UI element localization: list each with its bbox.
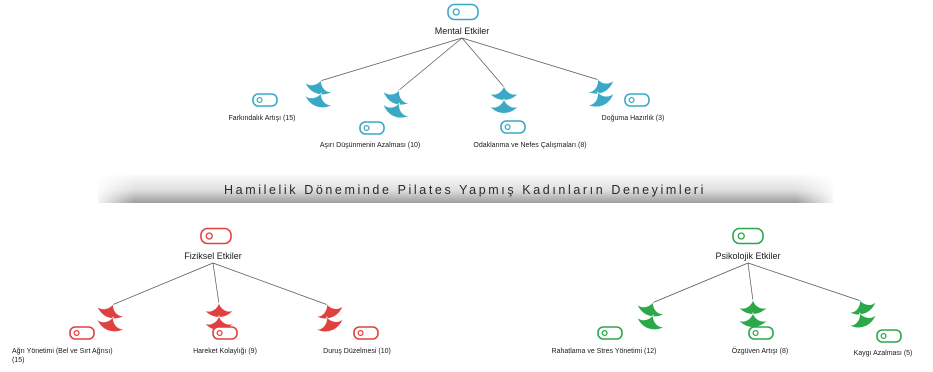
diagram-title: Hamilelik Döneminde Pilates Yapmış Kadın… — [224, 183, 706, 197]
connector-psikolojik-1 — [747, 262, 754, 302]
paired-arc-icon-fiziksel-1 — [204, 301, 234, 331]
leaf-toggle-icon-psikolojik-2 — [876, 329, 902, 343]
leaf-label-fiziksel-0: Ağrı Yönetimi (Bel ve Sırt Ağrısı) — [12, 348, 113, 355]
leaf-label-mental-0: Farkındalık Artışı (15) — [229, 115, 296, 122]
leaf-toggle-icon-mental-1 — [359, 121, 385, 135]
title-banner: Hamilelik Döneminde Pilates Yapmış Kadın… — [98, 175, 833, 203]
leaf-toggle-icon-psikolojik-1 — [748, 326, 774, 340]
connector-psikolojik-0 — [651, 262, 749, 304]
root-toggle-icon-fiziksel — [200, 227, 232, 245]
paired-arc-icon-fiziksel-0 — [96, 303, 125, 332]
connector-mental-1 — [397, 37, 463, 92]
paired-arc-icon-fiziksel-2 — [315, 303, 344, 333]
paired-arc-icon-psikolojik-0 — [636, 301, 665, 330]
leaf-toggle-icon-fiziksel-0 — [69, 326, 95, 340]
root-toggle-icon-psikolojik — [732, 227, 764, 245]
connector-lines — [111, 37, 862, 306]
connector-mental-0 — [319, 37, 463, 82]
connector-psikolojik-2 — [747, 262, 862, 302]
paired-arc-icon-psikolojik-2 — [848, 299, 877, 329]
root-toggle-icon-mental — [447, 3, 479, 21]
leaf-toggle-icon-mental-2 — [500, 120, 526, 134]
root-label-psikolojik: Psikolojik Etkiler — [715, 251, 780, 261]
root-label-mental: Mental Etkiler — [435, 26, 490, 36]
paired-arc-icon-mental-2 — [489, 84, 519, 114]
leaf-label-fiziksel-0-line2: (15) — [12, 357, 24, 364]
paired-arc-icon-mental-1 — [382, 89, 410, 119]
root-label-fiziksel: Fiziksel Etkiler — [184, 251, 242, 261]
leaf-label-mental-3: Doğuma Hazırlık (3) — [602, 115, 665, 122]
leaf-toggle-icon-fiziksel-1 — [212, 326, 238, 340]
paired-arc-icon-psikolojik-1 — [738, 298, 768, 328]
leaf-label-psikolojik-0: Rahatlama ve Stres Yönetimi (12) — [552, 348, 657, 355]
leaf-toggle-icon-psikolojik-0 — [597, 326, 623, 340]
leaf-toggle-icon-fiziksel-2 — [353, 326, 379, 340]
connector-fiziksel-0 — [111, 262, 214, 306]
leaf-label-psikolojik-2: Kaygı Azalması (5) — [854, 350, 913, 357]
leaf-toggle-icon-mental-3 — [624, 93, 650, 107]
leaf-label-fiziksel-2: Duruş Düzelmesi (10) — [323, 348, 391, 355]
leaf-label-fiziksel-1: Hareket Kolaylığı (9) — [193, 348, 257, 355]
connector-fiziksel-1 — [212, 262, 220, 305]
leaf-toggle-icon-mental-0 — [252, 93, 278, 107]
connector-fiziksel-2 — [212, 262, 329, 306]
leaf-label-mental-2: Odaklanma ve Nefes Çalışmaları (8) — [473, 142, 586, 149]
leaf-label-psikolojik-1: Özgüven Artışı (8) — [732, 347, 788, 355]
leaf-label-mental-1: Aşırı Düşünmenin Azalması (10) — [320, 142, 420, 149]
connector-mental-3 — [461, 37, 600, 81]
paired-arc-icon-mental-0 — [304, 79, 333, 108]
connector-mental-2 — [461, 37, 505, 88]
paired-arc-icon-mental-3 — [587, 78, 615, 108]
